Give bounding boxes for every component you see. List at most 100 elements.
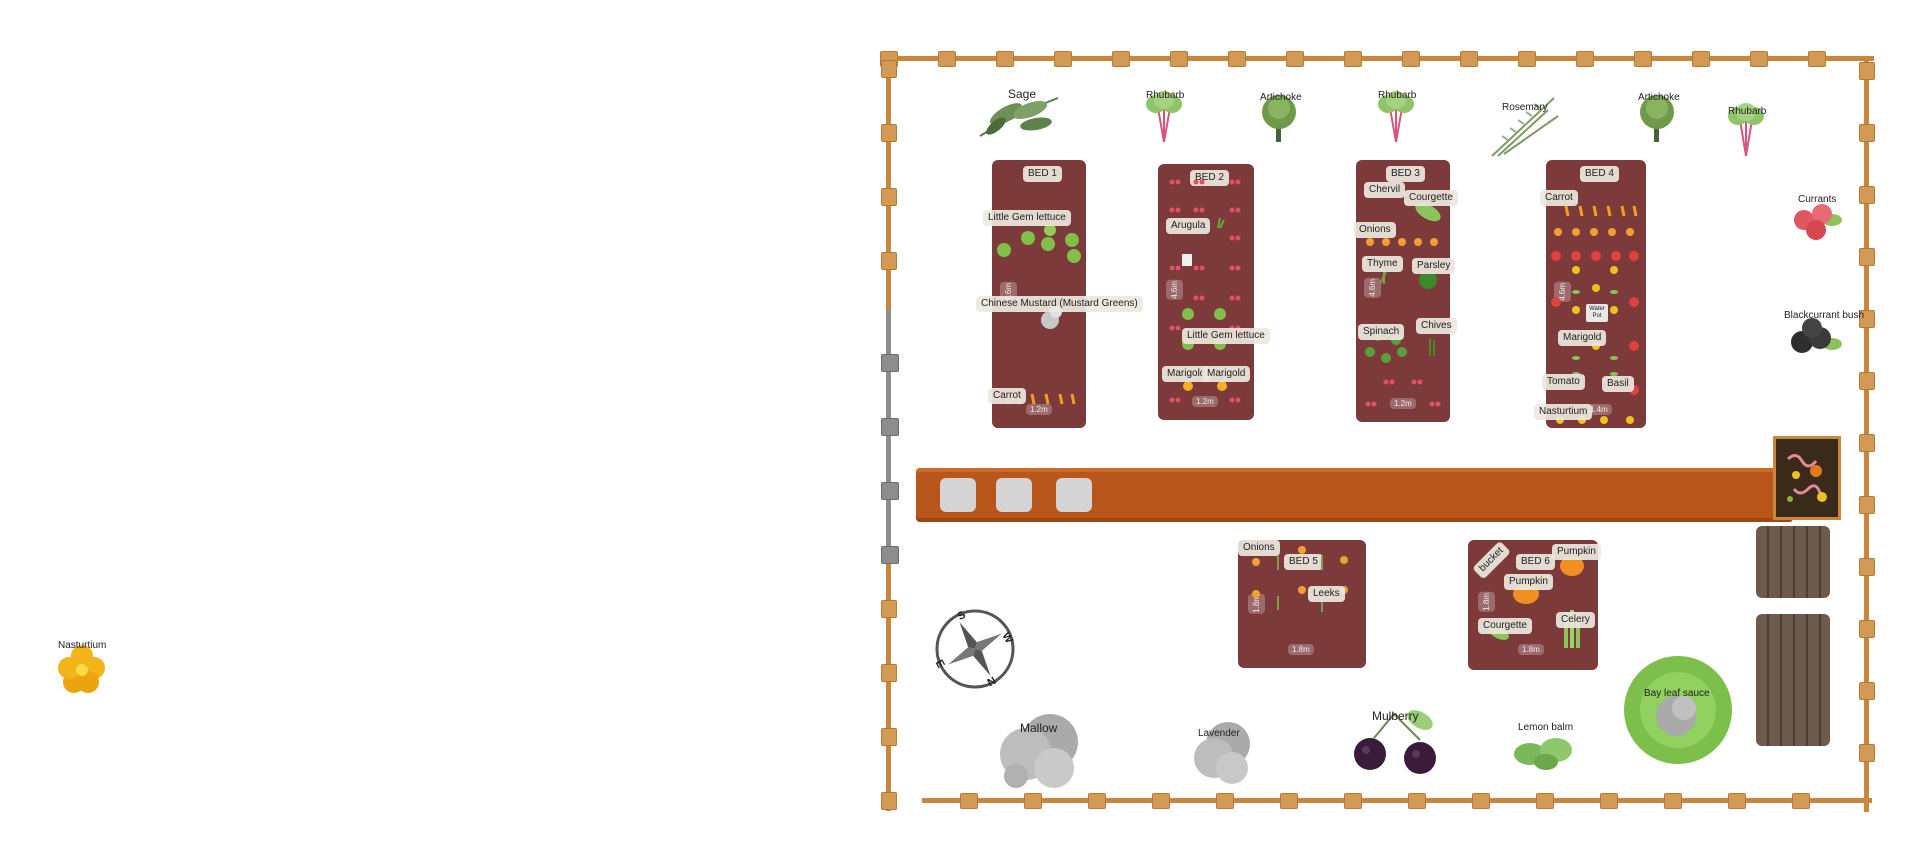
bed-6-plant-label: Pumpkin	[1504, 574, 1553, 590]
bed-3-plant-label: Onions	[1354, 222, 1396, 238]
bed-1[interactable]: BED 1 4.6m 1.2m Little Gem lettuce Chine…	[976, 160, 1143, 428]
fence-post	[1859, 372, 1875, 390]
fence-post	[1054, 51, 1072, 67]
bench[interactable]	[1756, 614, 1830, 746]
fence-top	[882, 56, 1874, 61]
sage-icon	[979, 97, 1059, 137]
fence-post	[1024, 793, 1042, 809]
bed-5-width: 1.8m	[1288, 644, 1314, 655]
bay-leaf-label: Bay leaf sauce	[1644, 688, 1710, 699]
bed-5-plants-icon	[1252, 546, 1348, 612]
currants-label: Currants	[1798, 194, 1837, 205]
bottom-plant-mulberry[interactable]: Mulberry	[1344, 704, 1448, 780]
artichoke-label: Artichoke	[1638, 92, 1680, 103]
fence-post	[1460, 51, 1478, 67]
bed-4[interactable]: BED 4 4.6m 1.4m Water Pot Carrot Marigol…	[1534, 160, 1646, 428]
bed-1-width: 1.2m	[1026, 404, 1052, 415]
fence-post	[1152, 793, 1170, 809]
mallow-label: Mallow	[1020, 721, 1058, 735]
artichoke-label: Artichoke	[1260, 92, 1302, 103]
rhubarb-icon	[1146, 91, 1182, 143]
fence-post	[938, 51, 956, 67]
mallow-icon	[1000, 714, 1078, 788]
fence-post	[1518, 51, 1536, 67]
bed-2-plant-label: Marigold	[1162, 366, 1211, 382]
fence-bottom	[922, 798, 1872, 803]
fence-post	[881, 60, 897, 78]
bed-4-water-label: Water Pot	[1589, 306, 1605, 319]
bench[interactable]	[1756, 526, 1830, 598]
bed-2-plant-label: Little Gem lettuce	[1182, 328, 1270, 344]
bed-6-plant-label: Pumpkin	[1552, 544, 1601, 560]
bed-4-title: BED 4	[1580, 166, 1619, 182]
bottom-plant-lavender[interactable]: Lavender	[1186, 714, 1258, 786]
bottom-plant-bay-leaf[interactable]: Bay leaf sauce	[1620, 654, 1736, 766]
fence-post	[1228, 51, 1246, 67]
side-plant-currants[interactable]: Currants	[1788, 192, 1844, 242]
fence-post	[1859, 310, 1875, 328]
fence-post	[1859, 744, 1875, 762]
bed-6-plant-label: Celery	[1556, 612, 1595, 628]
fence-post	[1859, 496, 1875, 514]
top-plant-artichoke[interactable]: Artichoke	[1636, 86, 1680, 142]
compost-box[interactable]	[1773, 436, 1841, 520]
fence-post	[1859, 248, 1875, 266]
rhubarb-icon	[1378, 91, 1414, 143]
bed-1-plant-label: Chinese Mustard (Mustard Greens)	[976, 296, 1143, 312]
fence-post	[1216, 793, 1234, 809]
bed-5-plant-label: Onions	[1238, 540, 1280, 556]
sage-label: Sage	[1008, 87, 1037, 101]
bed-5[interactable]: BED 5 1.8m 1.8m Onions Leeks	[1238, 540, 1366, 668]
bed-4-plant-label: Basil	[1602, 376, 1634, 392]
bed-5-title: BED 5	[1284, 554, 1323, 570]
fence-post	[1859, 620, 1875, 638]
bed-4-plant-label: Tomato	[1542, 374, 1585, 390]
bed-6[interactable]: BED 6 1.8m 1.8m Pumpkin Pumpkin bucket C…	[1468, 540, 1601, 670]
top-plant-rosemary[interactable]: Rosemary	[1488, 90, 1560, 158]
top-plant-artichoke[interactable]: Artichoke	[1258, 86, 1302, 142]
gate-post	[881, 418, 899, 436]
top-plant-rhubarb[interactable]: Rhubarb	[1376, 86, 1416, 143]
stepping-stone	[996, 478, 1032, 512]
bed-1-title: BED 1	[1023, 166, 1062, 182]
fence-post	[1344, 51, 1362, 67]
stray-nasturtium[interactable]: Nasturtium	[54, 638, 110, 694]
top-plant-sage[interactable]: Sage	[976, 84, 1062, 140]
fence-post	[1286, 51, 1304, 67]
bed-3-plant-label: Chives	[1416, 318, 1457, 334]
lavender-icon	[1194, 722, 1250, 784]
fence-post	[881, 664, 897, 682]
bottom-plant-mallow[interactable]: Mallow	[990, 706, 1090, 792]
bed-3-plant-label: Thyme	[1362, 256, 1403, 272]
bed-4-plant-label: Nasturtium	[1534, 404, 1593, 420]
fence-post	[1408, 793, 1426, 809]
bed-2-plant-label: Marigold	[1202, 366, 1251, 382]
bed-2-plants-icon	[1169, 179, 1241, 403]
fence-post	[1576, 51, 1594, 67]
worm-compost-icon	[1786, 454, 1827, 502]
bed-4-plant-label: Marigold	[1558, 330, 1607, 346]
fence-post	[1634, 51, 1652, 67]
fence-post	[881, 188, 897, 206]
fence-post	[1859, 558, 1875, 576]
bed-1-plant-label: Carrot	[988, 388, 1026, 404]
top-plant-rhubarb[interactable]: Rhubarb	[1726, 96, 1766, 157]
gate-post	[881, 482, 899, 500]
lavender-label: Lavender	[1198, 728, 1240, 739]
bed-2-plant-label: Arugula	[1166, 218, 1211, 234]
bottom-plant-lemon-balm[interactable]: Lemon balm	[1506, 718, 1582, 774]
bed-3-width: 1.2m	[1390, 398, 1416, 409]
fence-post	[881, 124, 897, 142]
rhubarb-label: Rhubarb	[1146, 90, 1185, 101]
bed-3[interactable]: BED 3 4.6m 1.2m Chervil Courgette Onions…	[1354, 160, 1458, 422]
fence-post	[1792, 793, 1810, 809]
fence-post	[1280, 793, 1298, 809]
top-plant-rhubarb[interactable]: Rhubarb	[1144, 86, 1185, 143]
bay-leaf-icon	[1624, 656, 1732, 764]
bed-2[interactable]: BED 2 4.6m 1.2m Arugula Little Gem lettu…	[1158, 164, 1270, 420]
bed-6-title: BED 6	[1516, 554, 1555, 570]
side-plant-blackcurrant[interactable]: Blackcurrant bush	[1766, 306, 1864, 356]
nasturtium-flower-icon	[58, 645, 105, 693]
mulberry-label: Mulberry	[1372, 709, 1419, 723]
lemon-balm-icon	[1514, 738, 1572, 770]
